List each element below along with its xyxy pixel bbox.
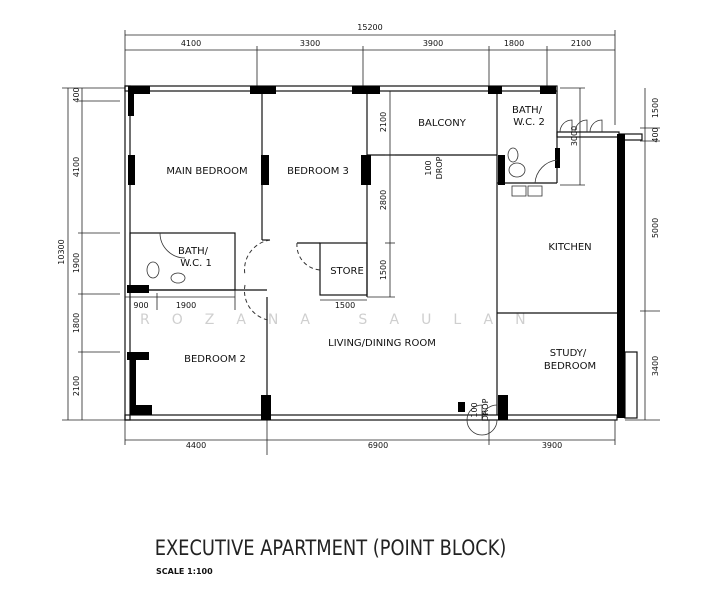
dim-left-3: 1900 [72,253,81,273]
dim-balcony: 2100 [379,112,388,132]
dim-right-4: 3400 [651,356,660,376]
dim-top-3: 3900 [423,39,443,48]
dim-top-4: 1800 [504,39,524,48]
internal-dimensions: 2100 2800 1500 1500 900 1900 [125,91,395,310]
dim-right-2: 400 [651,127,660,142]
dim-wc1-a: 900 [133,301,148,310]
room-bath1-line2: W.C. 1 [180,258,212,269]
sink-icon [507,147,519,163]
bottom-dimensions: 4400 6900 3900 [124,420,616,455]
left-dimensions: 10300 400 4100 1900 1800 2100 [57,87,125,421]
dim-store-width: 1500 [335,301,355,310]
room-store: STORE [330,266,364,277]
dim-top-5: 2100 [571,39,591,48]
room-bedroom-3: BEDROOM 3 [287,166,349,177]
right-dimensions: 3000 1500 400 5000 3400 [560,87,660,421]
dim-top-1: 4100 [181,39,201,48]
room-main-bedroom: MAIN BEDROOM [166,166,247,177]
room-bedroom-2: BEDROOM 2 [184,354,246,365]
dim-bottom-2: 6900 [368,441,388,450]
room-bath1-line1: BATH/ [178,246,209,257]
dim-left-5: 2100 [72,376,81,396]
dim-bottom-3: 3900 [542,441,562,450]
dim-left-1: 400 [72,87,81,102]
drop-value-1: 100 [424,160,433,175]
room-living-dining: LIVING/DINING ROOM [328,338,436,349]
room-bath2-line1: BATH/ [512,105,543,116]
room-kitchen: KITCHEN [548,242,591,253]
dim-bottom-1: 4400 [186,441,206,450]
drop-label-1: DROP [435,156,444,179]
dim-right-1: 1500 [651,98,660,118]
toilet-icon [508,162,526,178]
room-study-line2: BEDROOM [544,361,596,372]
dim-wc1-b: 1900 [176,301,196,310]
top-dimensions: 15200 4100 3300 3900 1800 2100 [124,23,616,125]
dim-left-4: 1800 [72,313,81,333]
drop-label-2: DROP [481,398,490,421]
toilet-icon [146,261,160,279]
drop-value-2: 100 [470,402,479,417]
dim-right-3: 5000 [651,218,660,238]
sink-icon [170,272,186,284]
dim-living-upper: 2800 [379,190,388,210]
dim-bath2-height: 3000 [570,126,579,146]
room-bath2-line2: W.C. 2 [513,117,545,128]
dim-left-2: 4100 [72,157,81,177]
dim-overall-height: 10300 [57,239,66,264]
plan-title: EXECUTIVE APARTMENT (POINT BLOCK) [155,536,507,561]
kitchen-sink-icon [527,185,543,197]
room-study-line1: STUDY/ [550,348,587,359]
kitchen-sink-icon [511,185,527,197]
watermark: ROZANA SAULAN [140,312,548,328]
doors [146,119,603,436]
dim-top-2: 3300 [300,39,320,48]
dim-store-height: 1500 [379,260,388,280]
plan-scale: SCALE 1:100 [156,567,213,576]
room-balcony: BALCONY [418,118,467,129]
dim-overall-width: 15200 [357,23,382,32]
columns [127,86,625,420]
